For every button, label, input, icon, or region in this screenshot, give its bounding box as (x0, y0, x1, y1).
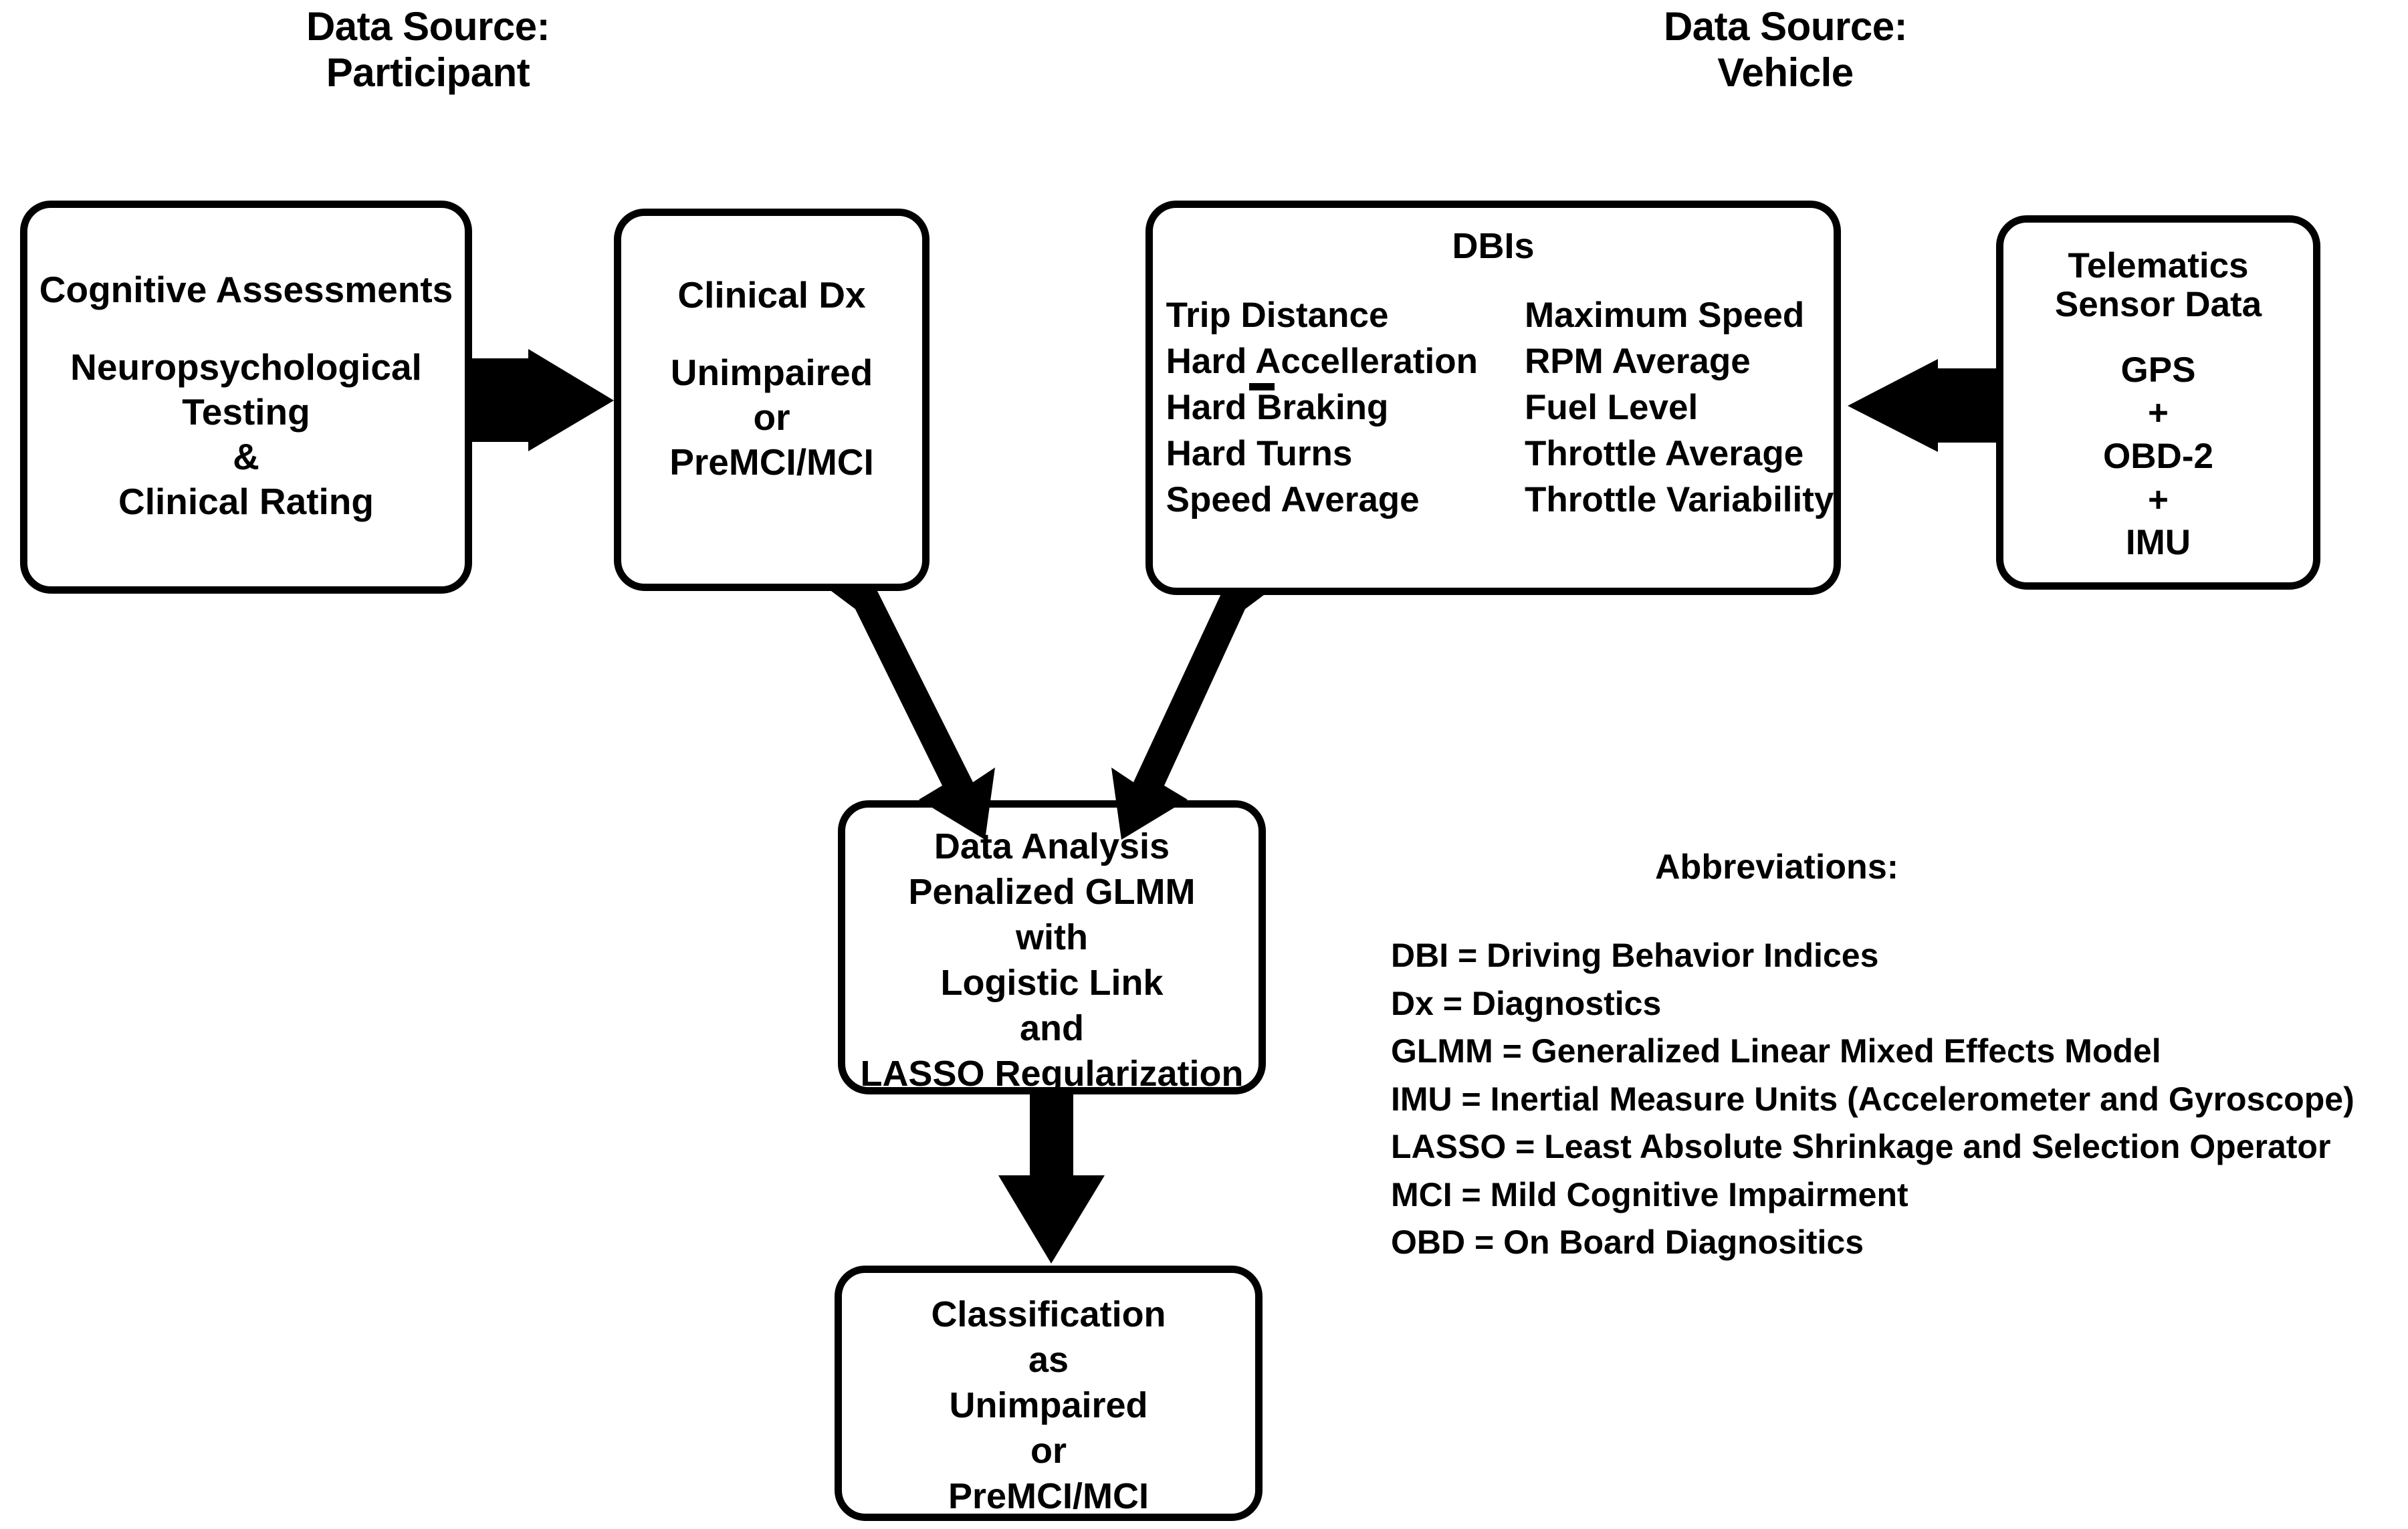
node-telematics-title: Telematics Sensor Data (2054, 246, 2262, 325)
node-cognitive-line-4: Clinical Rating (118, 480, 374, 522)
node-telematics-title-line1: Telematics (2068, 246, 2249, 285)
abbreviation-lasso: LASSO = Least Absolute Shrinkage and Sel… (1391, 1128, 2331, 1165)
node-cognitive-line-3: & (233, 435, 259, 477)
dbi-item-hard-braking: Hard Braking (1166, 388, 1389, 428)
node-classification-line-1: Classification (931, 1294, 1166, 1334)
node-clinical-dx-line-3: PreMCI/MCI (669, 441, 874, 483)
abbreviation-imu: IMU = Inertial Measure Units (Accelerome… (1391, 1080, 2355, 1118)
node-analysis-line-4: Logistic Link (940, 963, 1164, 1004)
node-dbis[interactable]: DBIs Trip Distance Hard Accelleration Ha… (1145, 201, 1841, 595)
abbreviation-obd: OBD = On Board Diagnositics (1391, 1223, 1864, 1261)
node-analysis-line-1: Data Analysis (934, 826, 1170, 866)
abbreviation-dx: Dx = Diagnostics (1391, 984, 1662, 1022)
abbreviations-title: Abbreviations: (1655, 848, 1899, 887)
section-header-vehicle-line1: Data Source: (1663, 4, 1908, 49)
node-dbis-column-left: Trip Distance Hard Accelleration Hard Br… (1166, 293, 1478, 523)
node-data-analysis[interactable]: Data Analysis Penalized GLMM with Logist… (838, 800, 1266, 1094)
node-dbis-column-right: Maximum Speed RPM Average Fuel Level Thr… (1525, 293, 1834, 523)
node-cognitive-assessments[interactable]: Cognitive Assessments Neuropsychological… (20, 201, 472, 594)
section-header-participant-line2: Participant (326, 50, 530, 95)
dbi-item-hard-turns: Hard Turns (1166, 434, 1353, 474)
node-dbis-title: DBIs (1452, 226, 1535, 266)
arrow-telematics-to-dbis (1848, 359, 1996, 452)
abbreviations-list: DBI = Driving Behavior Indices Dx = Diag… (1391, 932, 2355, 1267)
node-classification[interactable]: Classification as Unimpaired or PreMCI/M… (835, 1266, 1263, 1521)
node-data-analysis-body: Data Analysis Penalized GLMM with Logist… (860, 824, 1243, 1096)
node-cognitive-assessments-title: Cognitive Assessments (39, 269, 453, 310)
dbi-item-rpm-average: RPM Average (1525, 342, 1751, 382)
dbi-item-throttle-variability: Throttle Variability (1525, 479, 1834, 519)
node-dbis-columns: Trip Distance Hard Accelleration Hard Br… (1153, 293, 1834, 523)
node-telematics-line-1: GPS (2120, 350, 2196, 390)
node-telematics-sensor-data[interactable]: Telematics Sensor Data GPS + OBD-2 + IMU (1996, 215, 2320, 590)
node-analysis-line-3: with (1016, 917, 1088, 958)
node-classification-line-5: PreMCI/MCI (948, 1476, 1150, 1517)
node-clinical-dx-body: Unimpaired or PreMCI/MCI (669, 350, 874, 485)
node-analysis-line-5: and (1019, 1008, 1084, 1049)
node-cognitive-line-2: Testing (182, 390, 310, 433)
dbi-item-throttle-average: Throttle Average (1525, 434, 1804, 474)
section-header-vehicle-line2: Vehicle (1717, 50, 1854, 95)
node-analysis-line-6: LASSO Regularization (860, 1054, 1244, 1094)
node-clinical-dx-title: Clinical Dx (677, 274, 866, 316)
node-telematics-title-line2: Sensor Data (2054, 285, 2262, 325)
node-classification-body: Classification as Unimpaired or PreMCI/M… (931, 1292, 1166, 1519)
scan-artifact-mark (1249, 383, 1275, 390)
node-telematics-line-3: OBD-2 (2103, 436, 2213, 476)
dbi-item-maximum-speed: Maximum Speed (1525, 296, 1805, 336)
node-analysis-line-2: Penalized GLMM (908, 872, 1196, 913)
abbreviation-mci: MCI = Mild Cognitive Impairment (1391, 1175, 1908, 1213)
abbreviation-dbi: DBI = Driving Behavior Indices (1391, 937, 1879, 974)
node-cognitive-line-1: Neuropsychological (70, 346, 422, 388)
arrow-cognitive-to-clinical-dx (472, 349, 614, 451)
arrow-analysis-to-classification (998, 1094, 1105, 1264)
node-clinical-dx-line-1: Unimpaired (670, 351, 873, 393)
node-telematics-line-2: + (2148, 393, 2169, 433)
node-classification-line-2: as (1028, 1340, 1069, 1381)
section-header-vehicle: Data Source: Vehicle (1598, 3, 1973, 96)
section-header-participant-line1: Data Source: (306, 4, 550, 49)
node-clinical-dx-line-2: or (753, 396, 790, 438)
node-classification-line-3: Unimpaired (949, 1385, 1148, 1426)
abbreviation-glmm: GLMM = Generalized Linear Mixed Effects … (1391, 1032, 2161, 1070)
node-telematics-line-5: IMU (2125, 523, 2191, 563)
node-cognitive-assessments-body: Neuropsychological Testing & Clinical Ra… (70, 345, 422, 524)
node-telematics-body: GPS + OBD-2 + IMU (2103, 349, 2213, 565)
node-clinical-dx[interactable]: Clinical Dx Unimpaired or PreMCI/MCI (614, 209, 929, 591)
section-header-participant: Data Source: Participant (241, 3, 615, 96)
dbi-item-hard-acceleration: Hard Accelleration (1166, 342, 1478, 382)
dbi-item-fuel-level: Fuel Level (1525, 388, 1699, 428)
node-classification-line-4: or (1030, 1431, 1067, 1472)
dbi-item-trip-distance: Trip Distance (1166, 296, 1389, 336)
dbi-item-speed-average: Speed Average (1166, 479, 1420, 519)
node-telematics-line-4: + (2148, 479, 2169, 519)
